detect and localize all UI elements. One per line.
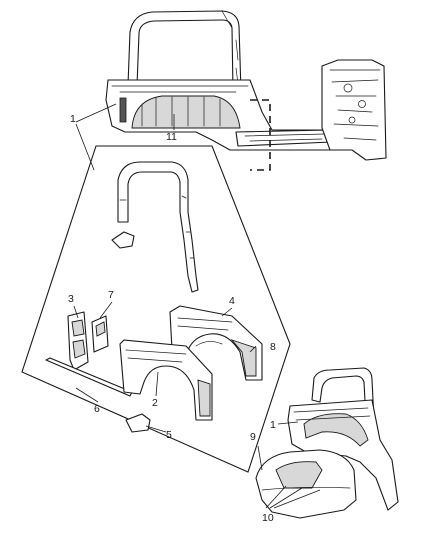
- part-3-corner-panel: [67, 311, 89, 371]
- callout-8: 8: [270, 341, 276, 353]
- callout-10: 10: [262, 512, 274, 524]
- wheel-house: [131, 95, 241, 129]
- part-5-clip: [125, 413, 151, 433]
- callout-2: 2: [152, 397, 158, 409]
- callout-7: 7: [108, 289, 114, 301]
- front-structure: [321, 59, 387, 161]
- part-7-bracket: [91, 315, 109, 353]
- part-4-inner-side: [169, 305, 263, 381]
- body-assembly-view: [105, 10, 387, 171]
- installed-view: [287, 367, 399, 511]
- callout-3: 3: [68, 293, 74, 305]
- callout-11: 11: [166, 131, 177, 143]
- callout-1-top: 1: [70, 113, 76, 125]
- callout-9: 9: [250, 431, 256, 443]
- callout-4: 4: [229, 295, 235, 307]
- leader-lines: [73, 103, 321, 509]
- exploded-view-outline: [21, 145, 291, 473]
- roll-bar-detail: [111, 161, 199, 293]
- callout-1-bottom: 1: [270, 419, 276, 431]
- part-6-sill-strip: [45, 357, 133, 397]
- part-2-outer-side: [119, 339, 213, 421]
- callout-5: 5: [166, 429, 172, 441]
- callout-6: 6: [94, 403, 100, 415]
